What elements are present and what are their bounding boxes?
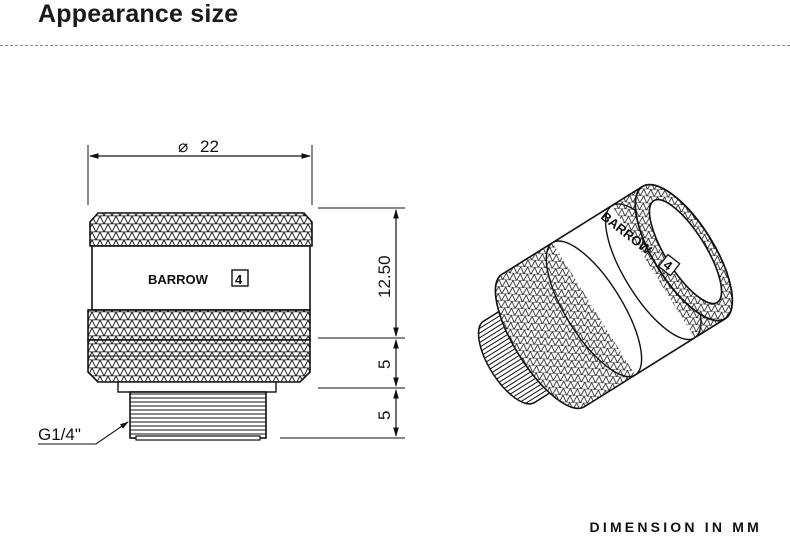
height-top-value: 12.50 bbox=[375, 255, 394, 298]
barrow-logo: BARROW 4 bbox=[148, 269, 249, 287]
height-bottom-value: 5 bbox=[375, 411, 394, 420]
height-mid-value: 5 bbox=[375, 360, 394, 369]
front-view: BARROW 4 ⌀ 22 12.50 5 5 G1/4" bbox=[38, 137, 405, 445]
isometric-view: BARROW 4 bbox=[477, 183, 734, 410]
unit-note: DIMENSION IN MM bbox=[589, 519, 762, 535]
header-divider bbox=[0, 45, 790, 46]
diameter-value: 22 bbox=[200, 137, 219, 156]
thread-label: G1/4" bbox=[38, 425, 81, 444]
brand-mark: 4 bbox=[235, 272, 243, 287]
diameter-symbol: ⌀ bbox=[178, 137, 188, 156]
brand-text: BARROW bbox=[148, 272, 209, 287]
thread-leader-line bbox=[38, 421, 129, 445]
page-title: Appearance size bbox=[38, 0, 239, 28]
